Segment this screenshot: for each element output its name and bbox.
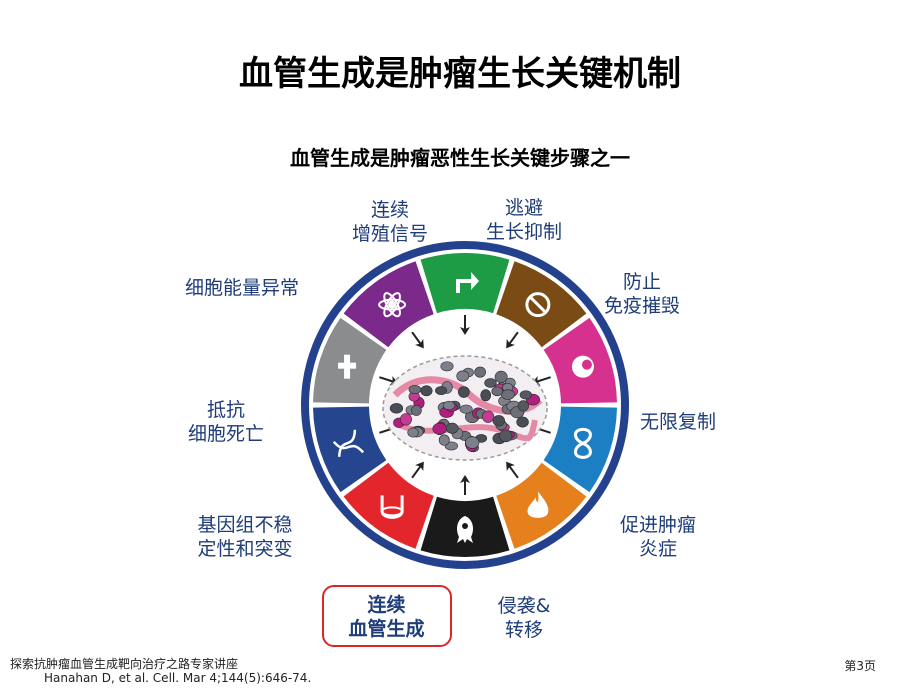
atom-icon <box>378 292 407 318</box>
flame-icon <box>527 491 549 518</box>
tumor-cell <box>517 400 529 412</box>
prohibited-icon <box>525 292 551 318</box>
hallmark-label-evading-growth-suppressors: 逃避生长抑制 <box>485 197 562 243</box>
hallmark-segment <box>496 261 587 348</box>
tumor-cell <box>408 385 422 395</box>
immune-cell-icon <box>571 355 594 378</box>
diagram-subtitle: 血管生成是肿瘤恶性生长关键步骤之一 <box>290 146 630 170</box>
tumor-cell <box>440 361 454 372</box>
vessel-icon <box>380 495 404 519</box>
inward-arrowhead <box>415 338 424 349</box>
tumor-cell <box>500 389 515 400</box>
tumor-cell <box>432 422 447 435</box>
tumor-cluster <box>382 355 548 461</box>
inward-arrow <box>379 376 395 384</box>
tumor-cell <box>389 403 404 414</box>
invasive-cell-icon <box>457 516 473 543</box>
tumor-cell <box>456 370 470 382</box>
tumor-cell <box>435 386 448 395</box>
tumor-cell <box>480 389 492 402</box>
hallmark-label-replicative-immortality: 无限复制 <box>639 411 716 433</box>
page-title: 血管生成是肿瘤生长关键机制 <box>239 54 681 94</box>
reference-citation: Hanahan D, et al. Cell. Mar 4;144(5):646… <box>44 671 312 685</box>
hallmark-label-resisting-cell-death: 抵抗细胞死亡 <box>187 399 264 445</box>
tumor-cell <box>442 400 456 411</box>
footer-left: 探索抗肿瘤血管生成靶向治疗之路专家讲座 Hanahan D, et al. Ce… <box>10 657 311 685</box>
hallmark-segment <box>343 462 434 549</box>
hallmark-segment <box>313 406 387 493</box>
tumor-cell <box>459 404 473 414</box>
tumor-cell <box>474 366 486 378</box>
hallmark-label-tumor-promoting-inflammation: 促进肿瘤炎症 <box>619 514 696 560</box>
hallmark-label-avoiding-immune-destruction: 防止免疫摧毁 <box>603 271 680 317</box>
hallmark-label-sustained-proliferative-signaling: 连续增殖信号 <box>351 199 428 245</box>
tumor-cell <box>484 378 497 388</box>
arrow-icon <box>456 272 479 293</box>
inward-arrowhead <box>460 475 470 483</box>
inward-arrow <box>507 331 519 346</box>
cross-icon <box>338 354 357 379</box>
infinity-icon <box>573 427 592 459</box>
inward-arrowhead <box>506 338 515 349</box>
hallmark-segment <box>543 406 617 493</box>
hallmark-segment <box>420 252 510 314</box>
highlight-box-angiogenesis: 连续血管生成 <box>322 585 452 647</box>
tumor-cell <box>499 429 513 443</box>
lecture-title: 探索抗肿瘤血管生成靶向治疗之路专家讲座 <box>10 657 239 671</box>
hallmark-label-deregulating-cellular-energetics: 细胞能量异常 <box>184 277 299 299</box>
tumor-cell <box>411 404 422 416</box>
tumor-cell <box>519 390 532 400</box>
inward-arrow <box>411 331 423 346</box>
inward-arrowhead <box>506 461 515 472</box>
tumor-cell <box>438 434 450 446</box>
tumor-cell <box>420 385 433 397</box>
hallmark-label-sustained-angiogenesis: 连续血管生成 <box>348 594 425 640</box>
tumor-cell <box>491 386 504 397</box>
hallmark-segments <box>313 252 617 557</box>
tumor-cell <box>399 413 412 426</box>
tumor-cell <box>458 386 470 398</box>
tumor-cell <box>482 410 495 423</box>
tumor-cell <box>407 427 419 438</box>
hallmark-label-genome-instability: 基因组不稳定性和突变 <box>197 514 293 560</box>
tumor-cell <box>494 370 508 384</box>
page-number: 第3页 <box>844 659 876 673</box>
inward-arrowhead <box>460 327 470 335</box>
hallmark-label-invasion-metastasis: 侵袭&转移 <box>497 595 551 641</box>
dna-icon <box>332 429 365 457</box>
inward-arrow <box>507 464 519 479</box>
inward-arrow <box>411 464 423 479</box>
tumor-cell <box>516 416 529 428</box>
tumor-cell <box>465 436 480 449</box>
tumor-cell <box>445 422 459 434</box>
inward-arrow <box>535 376 551 384</box>
tumor-cell <box>492 415 505 427</box>
inward-arrowhead <box>415 461 424 472</box>
